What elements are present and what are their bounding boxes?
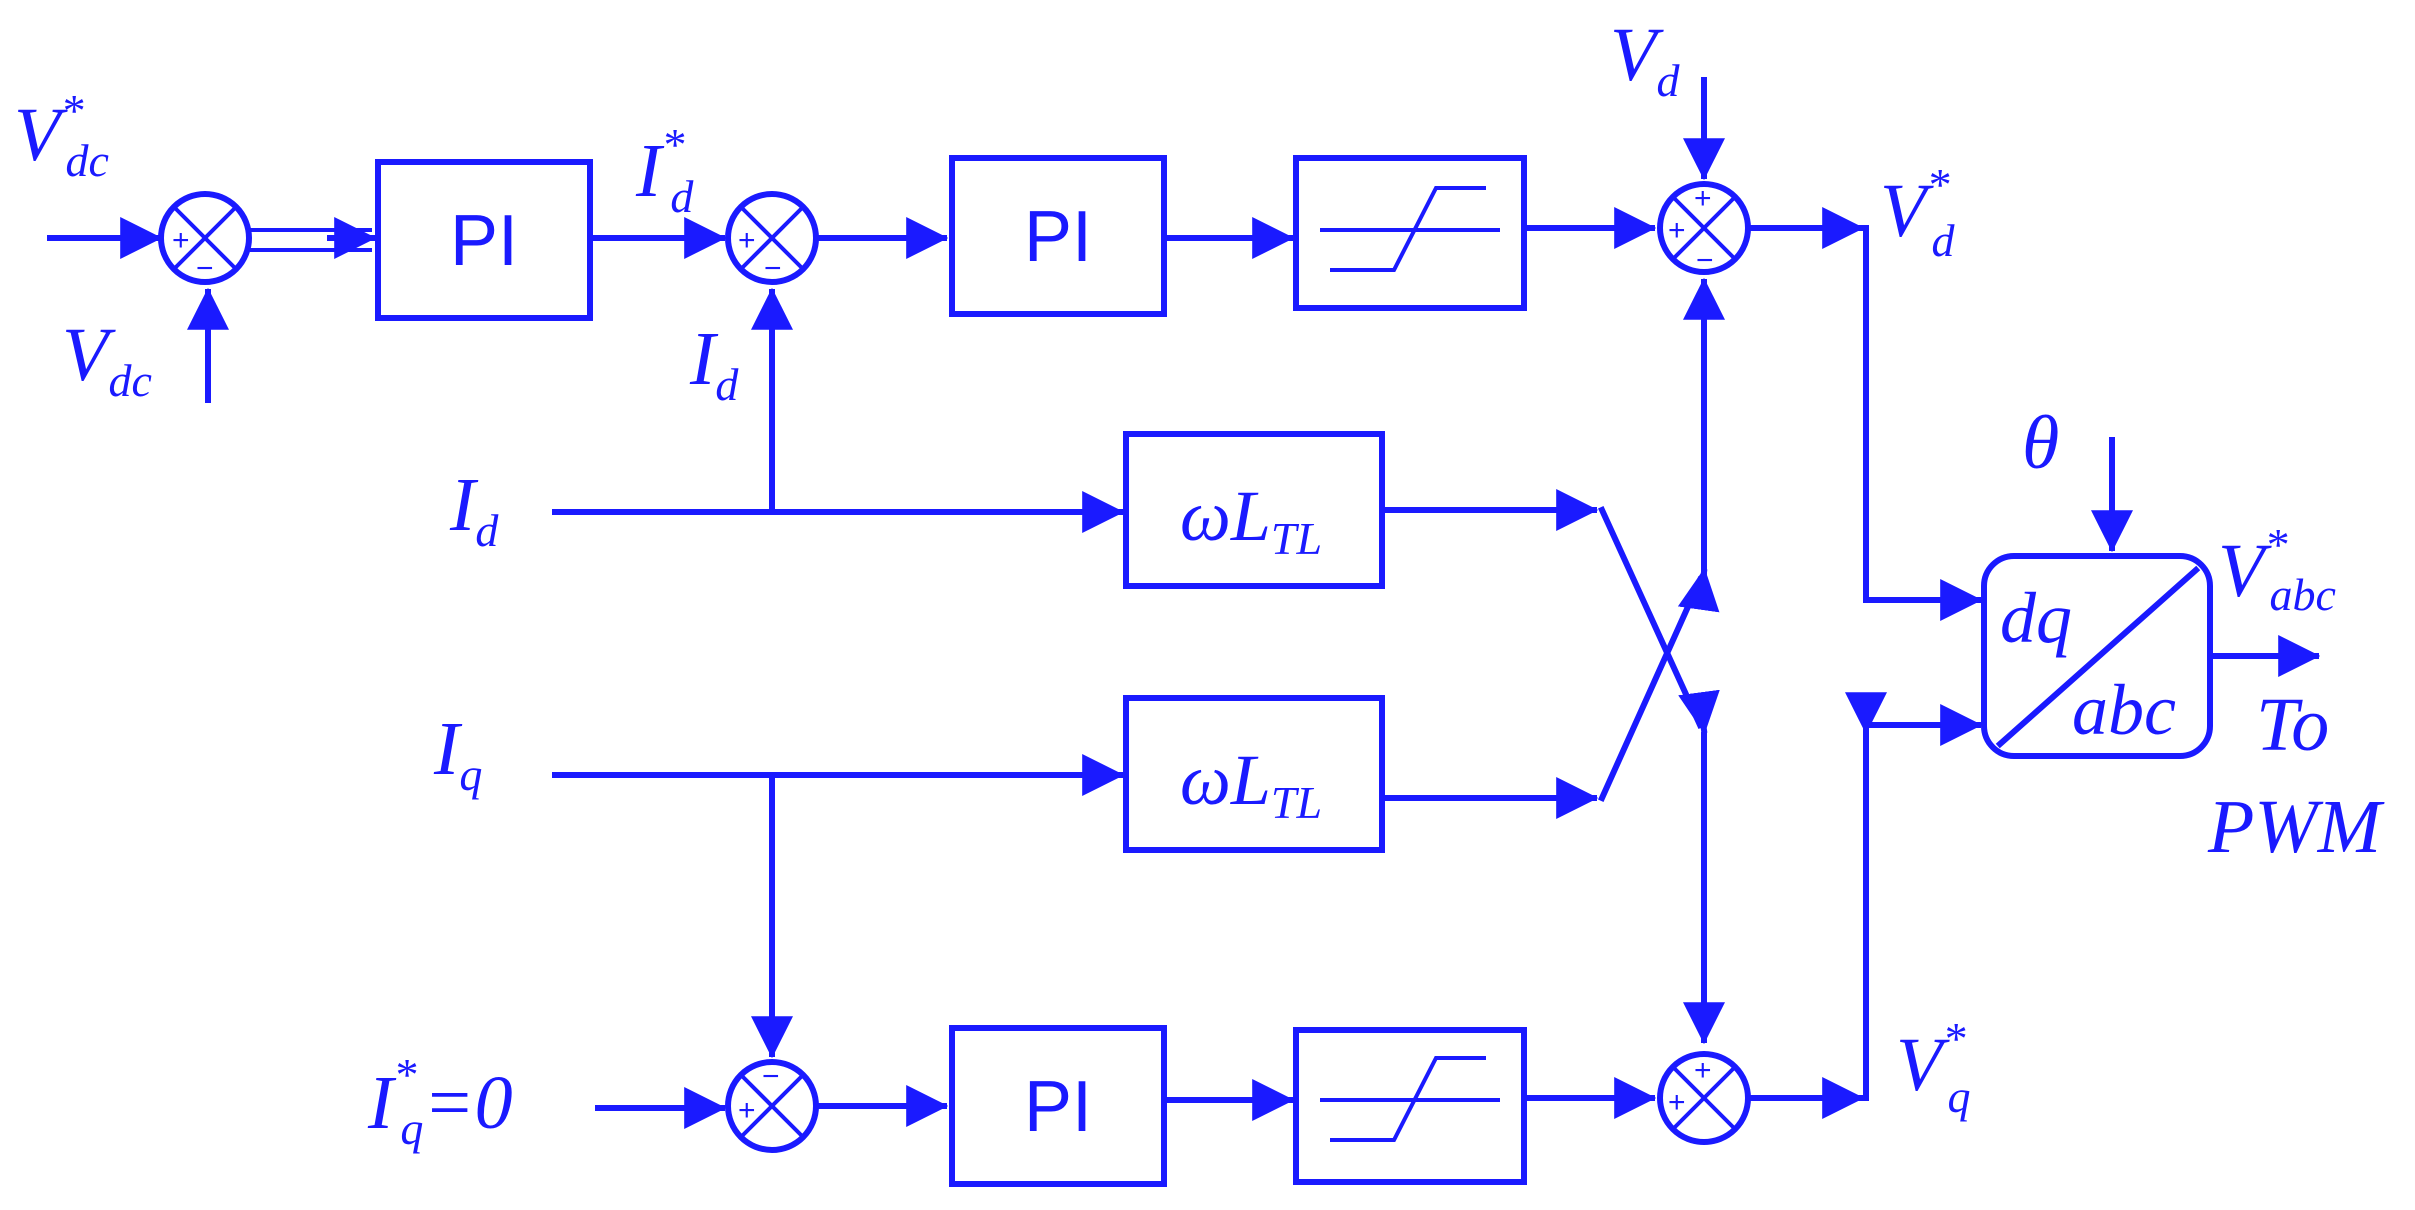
svg-text:ωLTL: ωLTL xyxy=(1180,476,1322,564)
sign-minus: − xyxy=(196,252,214,285)
svg-text:PI: PI xyxy=(450,201,518,281)
sign-minus: − xyxy=(762,1060,780,1093)
cross-line-1 xyxy=(1598,506,1704,729)
sum-junction-1: + − xyxy=(158,191,252,285)
pi-block-3: PI xyxy=(949,1025,1167,1187)
sum-junction-4: + + xyxy=(1657,1051,1751,1145)
pi-block-1: PI xyxy=(375,159,593,321)
limiter-block-2 xyxy=(1293,1027,1527,1185)
pi-block-2: PI xyxy=(949,155,1167,317)
label-id-feedback: Id xyxy=(689,317,739,410)
label-pwm: PWM xyxy=(2207,785,2385,869)
sum-junction-2: + − xyxy=(725,191,819,285)
cross-line-2 xyxy=(1598,576,1704,802)
svg-text:PI: PI xyxy=(1024,1067,1092,1147)
wl-block-1: ωLTL xyxy=(1123,431,1385,589)
sign-plus: + xyxy=(738,1094,756,1127)
label-vabc-ref: V*abc xyxy=(2218,519,2336,620)
wl-block-2: ωLTL xyxy=(1123,695,1385,853)
sign-minus: − xyxy=(764,252,782,285)
label-theta: θ xyxy=(2022,401,2059,485)
limiter-block-1 xyxy=(1293,155,1527,311)
svg-text:dq: dq xyxy=(2000,578,2072,658)
label-vq-ref: V*q xyxy=(1896,1013,1970,1122)
svg-text:ωLTL: ωLTL xyxy=(1180,740,1322,828)
label-id-ref: I*d xyxy=(635,119,694,222)
svg-text:abc: abc xyxy=(2072,670,2176,750)
sign-minus: − xyxy=(1696,244,1714,277)
label-iq-input: Iq xyxy=(433,707,482,800)
label-vd-in: Vd xyxy=(1610,13,1680,106)
sign-plus: + xyxy=(172,224,190,257)
sign-plus: + xyxy=(1694,182,1712,215)
label-iq-ref: I*q=0 xyxy=(367,1049,513,1154)
sign-plus: + xyxy=(1668,1086,1686,1119)
label-vdc-ref: V*dc xyxy=(14,85,109,186)
sign-plus: + xyxy=(1694,1054,1712,1087)
sum-junction-3: + + − xyxy=(1657,181,1751,277)
sign-plus: + xyxy=(738,224,756,257)
cross-arrow-1 xyxy=(1678,689,1720,735)
label-vd-ref: V*d xyxy=(1880,159,1955,266)
label-id-input: Id xyxy=(449,463,499,556)
svg-text:PI: PI xyxy=(1024,197,1092,277)
dq-abc-transform-block: dq abc xyxy=(1981,553,2213,759)
sum-junction-5: + − xyxy=(725,1059,819,1153)
sign-plus: + xyxy=(1668,214,1686,247)
label-vdc-meas: Vdc xyxy=(62,313,152,406)
label-to: To xyxy=(2256,683,2329,767)
